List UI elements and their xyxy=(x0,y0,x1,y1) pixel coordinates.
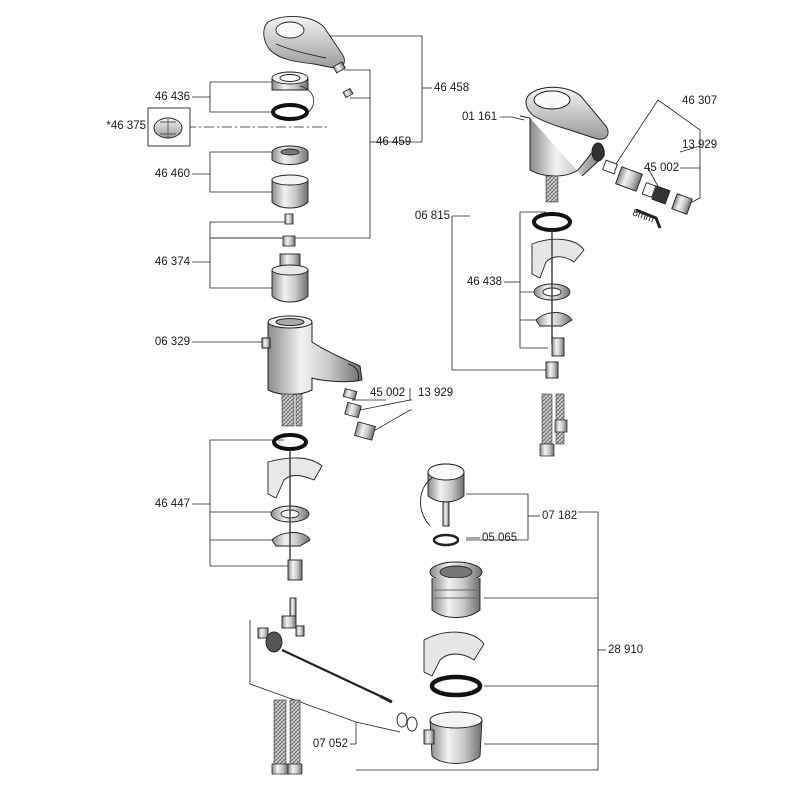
supply-hose xyxy=(295,393,303,427)
label-handle-assembly: 46 458 xyxy=(434,82,470,94)
label-retaining-ring: 46 436 xyxy=(154,91,190,103)
aerator xyxy=(342,388,376,441)
mounting-set xyxy=(267,433,323,617)
label-cartridge: 46 374 xyxy=(154,256,190,268)
label-screw-set: 46 459 xyxy=(376,136,412,148)
supply-hose xyxy=(545,175,559,203)
label-bidet-aerator: 13 929 xyxy=(682,139,718,151)
supply-hose xyxy=(555,393,565,445)
label-cover-cap: 46 460 xyxy=(154,168,190,180)
label-body: 06 329 xyxy=(154,336,190,348)
label-bidet-body: 06 815 xyxy=(414,210,450,222)
rotate-arrow xyxy=(299,85,314,115)
bidet-mixer-body xyxy=(519,86,609,177)
leader-lines-bidet xyxy=(451,99,701,371)
lift-rod xyxy=(257,615,418,732)
mixer-handle xyxy=(263,16,345,69)
label-mounting-set: 46 447 xyxy=(154,498,190,510)
cover-cap xyxy=(271,145,309,209)
label-bidet-swivel: 46 307 xyxy=(682,95,718,107)
label-lift-rod: 07 052 xyxy=(312,738,348,750)
bidet-swivel xyxy=(602,159,693,229)
label-aerator: 13 929 xyxy=(418,387,454,399)
waste-body xyxy=(423,561,485,764)
label-pop-up-plug: 05 065 xyxy=(482,532,518,544)
supply-hose xyxy=(541,393,553,445)
label-temp-limiter: *46 375 xyxy=(106,120,146,132)
cartridge xyxy=(271,253,309,303)
supply-hose xyxy=(289,699,301,769)
supply-hose xyxy=(281,393,295,427)
label-pop-up-waste: 07 182 xyxy=(542,510,578,522)
grub-screws xyxy=(332,61,354,99)
label-aerator-insert: 45 002 xyxy=(370,387,406,399)
label-bidet-handle: 01 161 xyxy=(462,111,498,123)
retaining-ring xyxy=(271,71,309,121)
cartridge-screw xyxy=(282,213,296,247)
supply-hose xyxy=(273,699,287,769)
label-waste-body: 28 910 xyxy=(608,644,644,656)
pop-up-plug xyxy=(420,463,465,547)
label-bidet-mounting-set: 46 438 xyxy=(466,276,502,288)
label-bidet-aerator-insert: 45 002 xyxy=(644,162,680,174)
leader-lines xyxy=(186,35,606,771)
bidet-mounting-set xyxy=(531,212,585,379)
temp-limiter xyxy=(147,107,191,147)
basin-mixer-body xyxy=(261,315,363,395)
